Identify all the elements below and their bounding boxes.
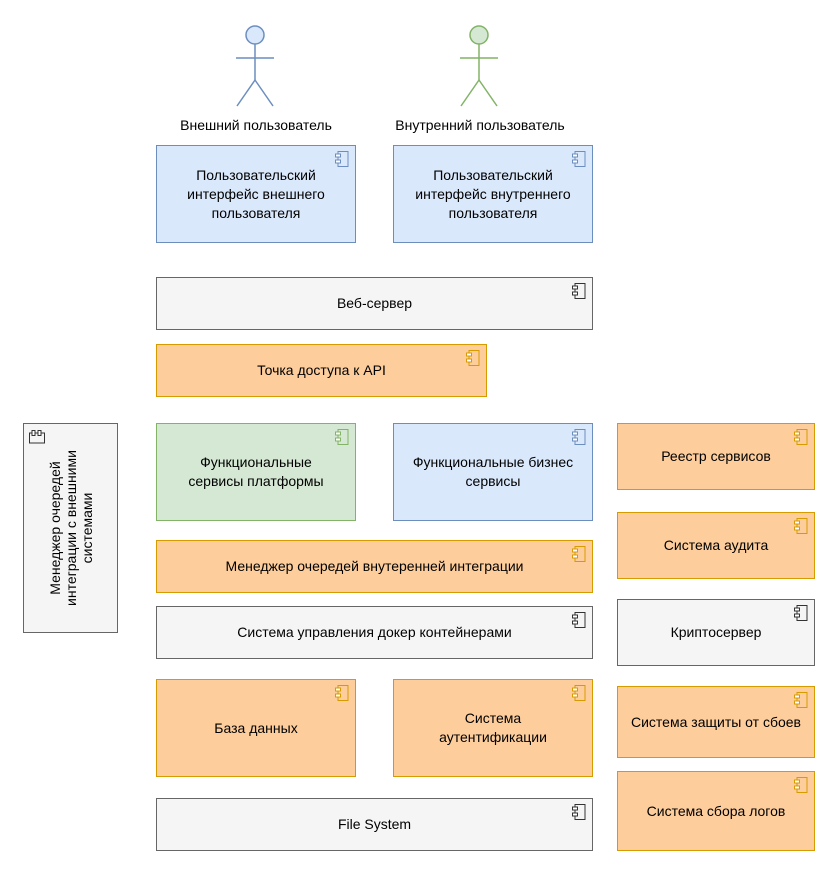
component-label: Система управления докер контейнерами [237, 624, 512, 640]
external-user-label: Внешний пользователь [180, 117, 332, 133]
crypto-server-component[interactable]: Криптосервер [617, 599, 815, 666]
component-label: Пользовательский интерфейс внутреннего п… [415, 166, 571, 221]
component-label: Менеджер очередей внутеренней интеграции [225, 558, 524, 574]
service-registry-component[interactable]: Реестр сервисов [617, 423, 815, 490]
component-label: Криптосервер [670, 624, 762, 640]
component-label: Веб-сервер [336, 295, 413, 311]
docker-management-component[interactable]: Система управления докер контейнерами [156, 606, 593, 659]
component-label: Система аудита [663, 537, 769, 553]
internal-user-label: Внутренний пользователь [395, 117, 565, 133]
component-label: Точка доступа к API [257, 362, 386, 378]
component-label: Реестр сервисов [661, 448, 771, 464]
component-label: Функциональные сервисы платформы [188, 454, 324, 489]
component-icon [794, 605, 808, 621]
web-server-component[interactable]: Веб-сервер [156, 277, 593, 330]
internal-user-actor-icon [460, 25, 498, 107]
component-icon [572, 546, 586, 562]
log-collection-system-component[interactable]: Система сбора логов [617, 771, 815, 851]
component-icon [572, 151, 586, 167]
database-component[interactable]: База данных [156, 679, 356, 777]
component-icon [572, 685, 586, 701]
component-icon [466, 350, 480, 366]
external-user-actor-icon [236, 25, 274, 107]
component-label: Менеджер очередей интеграции с внешними … [46, 450, 95, 606]
authentication-system-component[interactable]: Система аутентификации [393, 679, 593, 777]
platform-services-component[interactable]: Функциональные сервисы платформы [156, 423, 356, 521]
component-label: Функциональные бизнес сервисы [412, 454, 574, 489]
component-label: Система защиты от сбоев [631, 713, 801, 730]
component-icon [572, 804, 586, 820]
component-icon [794, 692, 808, 708]
component-label: Система аутентификации [439, 710, 547, 745]
component-label: Пользовательский интерфейс внешнего поль… [187, 166, 325, 221]
failover-system-component[interactable]: Система защиты от сбоев [617, 686, 815, 758]
internal-user-ui-component[interactable]: Пользовательский интерфейс внутреннего п… [393, 145, 593, 243]
component-icon [794, 429, 808, 445]
component-label: Система сбора логов [646, 802, 786, 819]
component-icon [794, 777, 808, 793]
component-icon [572, 612, 586, 628]
component-icon [572, 429, 586, 445]
external-user-ui-component[interactable]: Пользовательский интерфейс внешнего поль… [156, 145, 356, 243]
file-system-component[interactable]: File System [156, 798, 593, 851]
business-services-component[interactable]: Функциональные бизнес сервисы [393, 423, 593, 521]
external-queue-manager-component[interactable]: Менеджер очередей интеграции с внешними … [23, 423, 118, 633]
component-icon [335, 151, 349, 167]
component-icon [794, 518, 808, 534]
internal-queue-manager-component[interactable]: Менеджер очередей внутеренней интеграции [156, 540, 593, 593]
api-access-point-component[interactable]: Точка доступа к API [156, 344, 487, 397]
component-icon [335, 685, 349, 701]
component-icon [335, 429, 349, 445]
component-icon [29, 430, 45, 444]
audit-system-component[interactable]: Система аудита [617, 512, 815, 579]
component-icon [572, 283, 586, 299]
component-label: База данных [214, 719, 298, 736]
component-label: File System [337, 816, 412, 832]
